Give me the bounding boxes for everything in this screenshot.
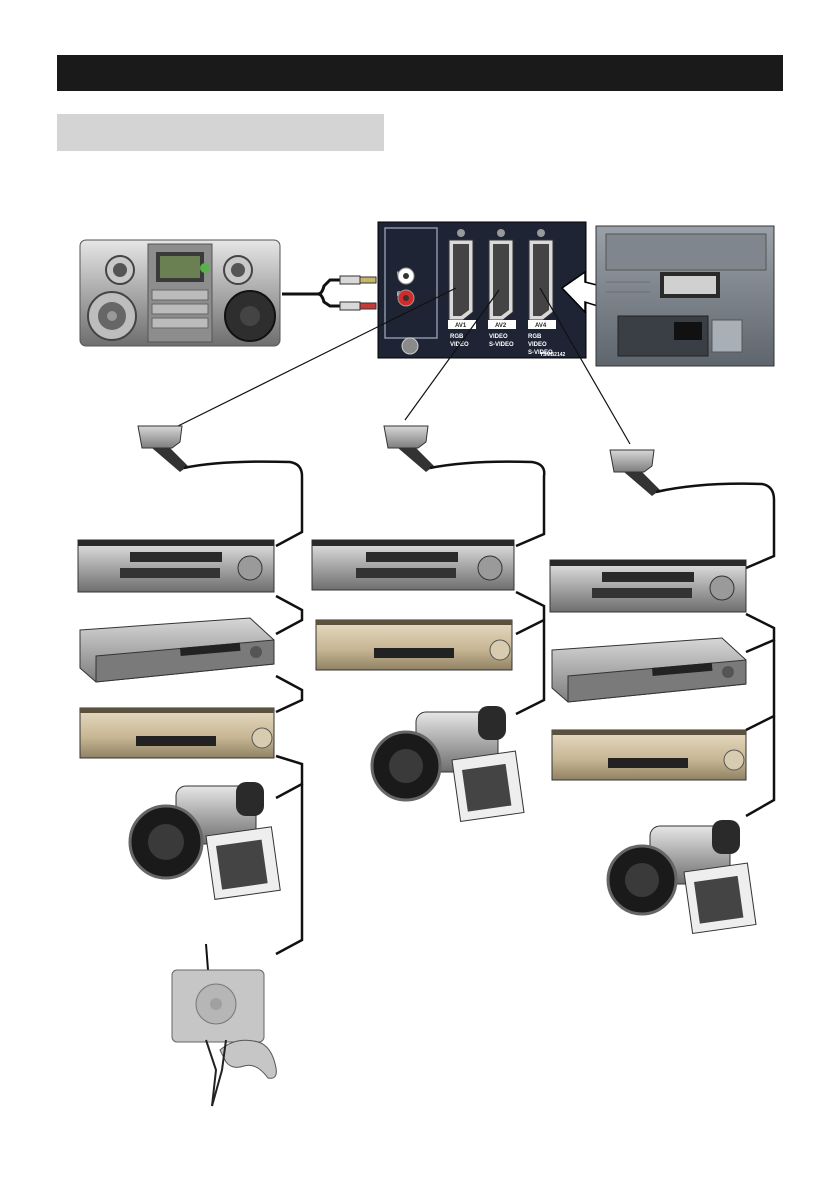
satellite-receiver-right bbox=[551, 637, 747, 703]
av4-signal-video: VIDEO bbox=[528, 342, 547, 348]
scart-plug-left bbox=[137, 425, 188, 472]
av1-signal-rgb: RGB bbox=[450, 334, 464, 340]
section-label-bar bbox=[57, 114, 384, 151]
vcr-right bbox=[549, 559, 747, 613]
av1-label: AV1 bbox=[455, 323, 467, 329]
av2-label: AV2 bbox=[495, 323, 507, 329]
scart-plug-middle bbox=[383, 425, 434, 472]
scart-socket-av4 bbox=[528, 229, 554, 321]
scart-socket-av2 bbox=[488, 229, 514, 321]
tv-connector-panel: L R AV1 AV2 AV4 RGB VIDEO VIDEO bbox=[377, 221, 587, 359]
scart-plug-right bbox=[609, 449, 660, 496]
camcorder-left bbox=[128, 782, 281, 900]
tv-rear-image bbox=[595, 225, 775, 367]
av4-signal-svideo: S-VIDEO bbox=[528, 350, 553, 356]
camcorder-right bbox=[606, 820, 757, 934]
dvd-player-right bbox=[551, 729, 747, 781]
model-code: TSMB2142 bbox=[540, 352, 566, 358]
dvd-player-left bbox=[79, 707, 275, 759]
daisy-chain-cables bbox=[183, 460, 776, 956]
scart-cables bbox=[177, 287, 631, 445]
camcorder-middle bbox=[370, 706, 525, 822]
page-header-bar bbox=[57, 55, 783, 91]
satellite-receiver-left bbox=[79, 617, 275, 683]
scart-socket-av1 bbox=[448, 229, 474, 321]
audio-rca-cable bbox=[282, 275, 377, 311]
av4-label: AV4 bbox=[535, 323, 547, 329]
av4-signal-rgb: RGB bbox=[528, 334, 542, 340]
hifi-system-image bbox=[79, 239, 281, 347]
game-console-image bbox=[171, 943, 277, 1107]
dvd-player-middle bbox=[315, 619, 513, 671]
av2-signal-video: VIDEO bbox=[489, 334, 508, 340]
vcr-middle bbox=[311, 539, 515, 591]
vcr-left bbox=[77, 539, 275, 593]
av2-signal-svideo: S-VIDEO bbox=[489, 342, 514, 348]
